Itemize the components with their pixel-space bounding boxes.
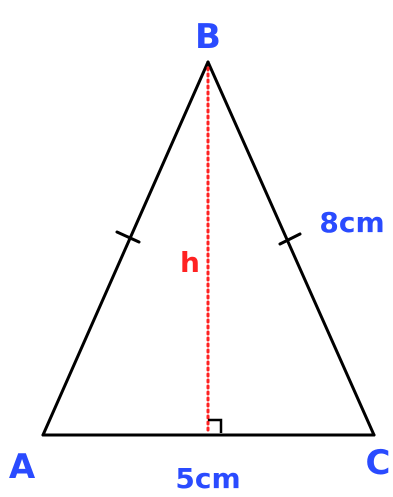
vertex-label-b: B — [195, 17, 221, 57]
height-label: h — [180, 246, 200, 279]
side-bc — [206, 60, 376, 437]
side-ab — [41, 60, 210, 437]
vertex-label-c: C — [366, 443, 391, 483]
tick-mark-ab — [115, 230, 141, 244]
side-length-label: 8cm — [319, 206, 384, 239]
tick-mark-bc — [278, 232, 302, 246]
base-length-label: 5cm — [175, 462, 240, 495]
vertex-label-a: A — [9, 447, 36, 487]
right-angle-marker — [208, 418, 223, 433]
